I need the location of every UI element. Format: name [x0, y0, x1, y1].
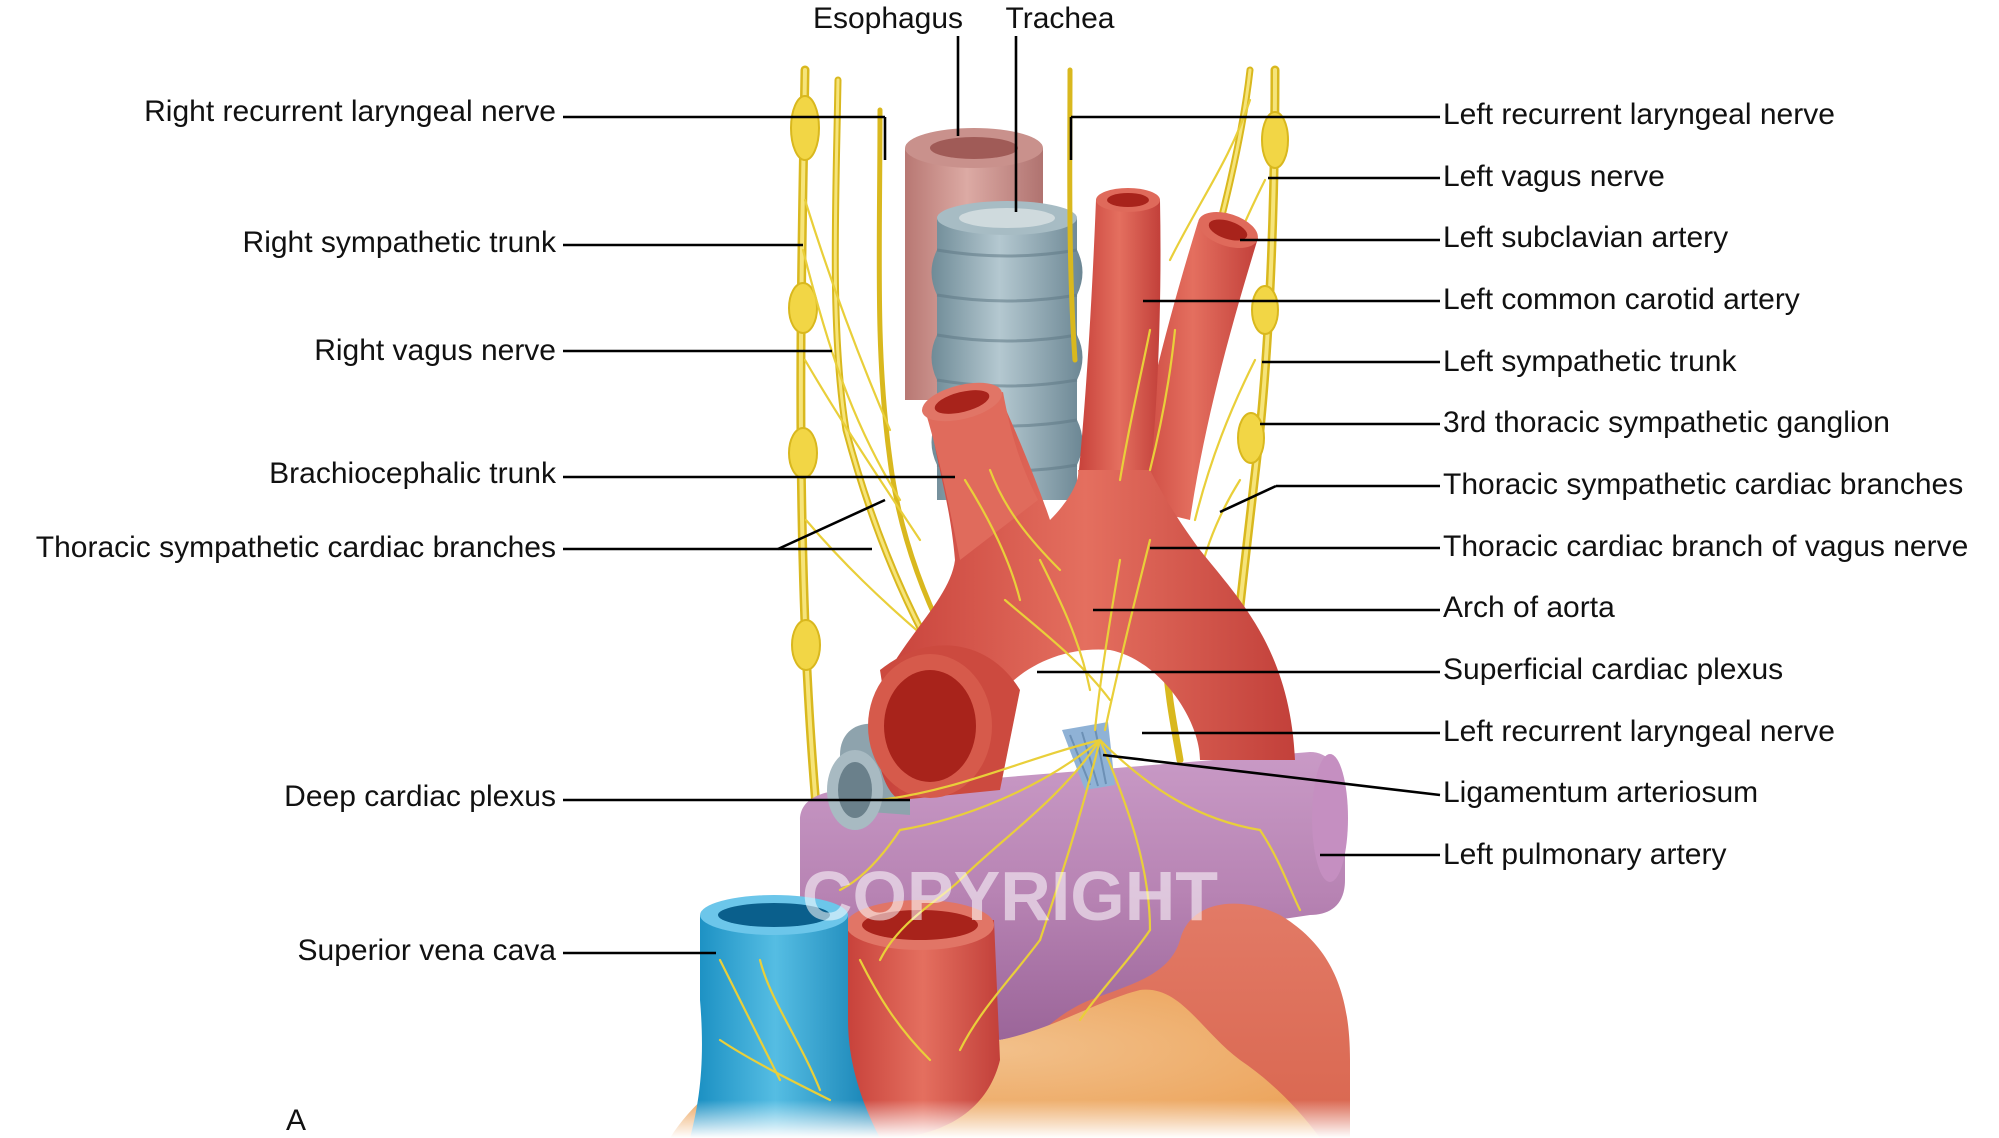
label-right-sympathetic-trunk: Right sympathetic trunk — [243, 226, 557, 259]
label-superficial-cardiac-plexus: Superficial cardiac plexus — [1443, 653, 1783, 686]
label-esophagus: Esophagus — [813, 2, 963, 35]
ascending-aorta-cut — [868, 645, 1020, 800]
brachiocephalic-trunk — [922, 382, 1038, 560]
label-trachea: Trachea — [1006, 2, 1115, 35]
label-thoracic-sympathetic-cardiac-branches-right: Thoracic sympathetic cardiac branches — [1443, 468, 1963, 501]
label-ligamentum-arteriosum: Ligamentum arteriosum — [1443, 776, 1758, 809]
bottom-fade — [600, 1100, 1400, 1138]
label-right-vagus-nerve: Right vagus nerve — [314, 334, 556, 367]
right-labels: Left recurrent laryngeal nerve Left vagu… — [1443, 98, 1968, 871]
left-labels: Right recurrent laryngeal nerve Right sy… — [36, 95, 557, 967]
top-labels: Esophagus Trachea — [813, 2, 1115, 35]
label-left-common-carotid-artery: Left common carotid artery — [1443, 283, 1800, 316]
label-left-subclavian-artery: Left subclavian artery — [1443, 221, 1728, 254]
label-brachiocephalic-trunk: Brachiocephalic trunk — [269, 457, 557, 490]
label-left-pulmonary-artery: Left pulmonary artery — [1443, 838, 1726, 871]
leader-lines — [563, 36, 1441, 955]
label-left-recurrent-laryngeal-nerve-lower: Left recurrent laryngeal nerve — [1443, 715, 1835, 748]
label-thoracic-sympathetic-cardiac-branches-left: Thoracic sympathetic cardiac branches — [36, 531, 556, 564]
label-left-sympathetic-trunk: Left sympathetic trunk — [1443, 345, 1737, 378]
superior-vena-cava — [690, 895, 880, 1138]
copyright-watermark: COPYRIGHT — [802, 857, 1218, 935]
label-third-thoracic-sympathetic-ganglion: 3rd thoracic sympathetic ganglion — [1443, 406, 1890, 439]
label-left-vagus-nerve: Left vagus nerve — [1443, 160, 1665, 193]
panel-letter: A — [286, 1104, 306, 1137]
label-superior-vena-cava: Superior vena cava — [298, 934, 557, 967]
label-deep-cardiac-plexus: Deep cardiac plexus — [284, 780, 556, 813]
label-right-recurrent-laryngeal-nerve: Right recurrent laryngeal nerve — [144, 95, 556, 128]
ascending-aorta — [846, 900, 1000, 1138]
label-arch-of-aorta: Arch of aorta — [1443, 591, 1615, 624]
label-left-recurrent-laryngeal-nerve-upper: Left recurrent laryngeal nerve — [1443, 98, 1835, 131]
cardiac-plexus-fibers — [718, 328, 1302, 1102]
left-common-carotid-artery — [1078, 188, 1161, 480]
label-thoracic-cardiac-branch-of-vagus-nerve: Thoracic cardiac branch of vagus nerve — [1443, 530, 1968, 563]
right-sympathetic-trunk-nerve — [788, 65, 823, 835]
